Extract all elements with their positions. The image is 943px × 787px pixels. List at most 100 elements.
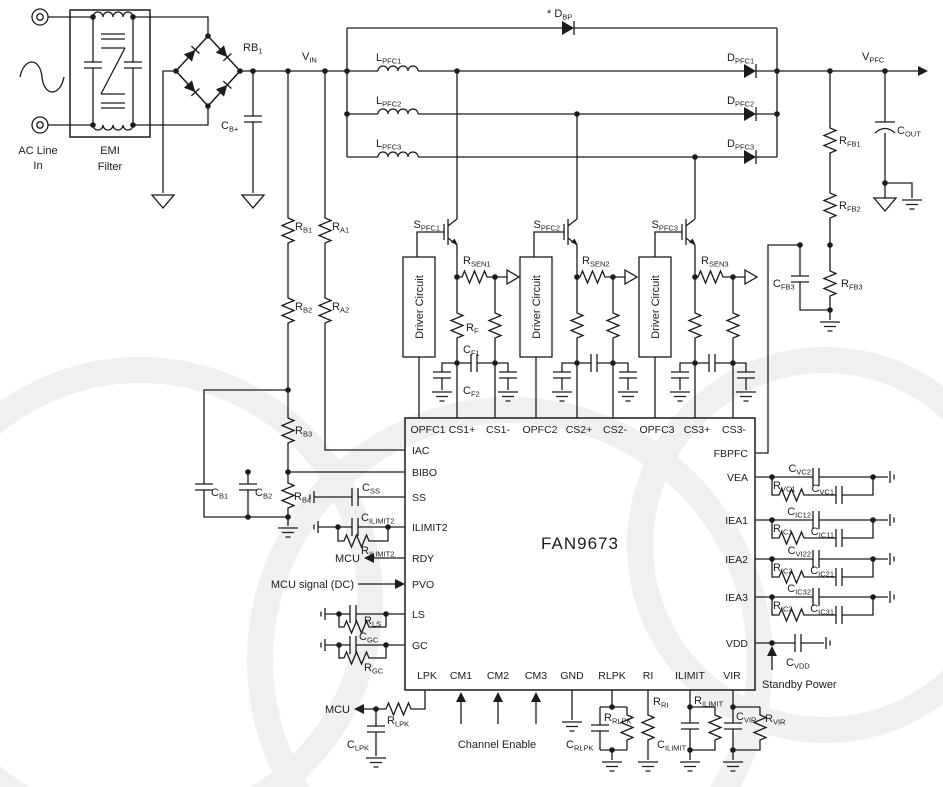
standby-power-label: Standby Power [762, 679, 837, 691]
resistor-rsen3 [694, 270, 732, 284]
ac-line-label-2: In [33, 160, 42, 172]
driver-circuit-box-2 [519, 256, 553, 358]
junction-dot [454, 274, 460, 280]
resistor-cs2-filter-a [570, 309, 584, 341]
capacitor-cf2-ch1a [432, 371, 452, 379]
label-dpfc2: DPFC2 [727, 95, 754, 109]
junction-dot [245, 469, 251, 475]
label-ra2: RA2 [332, 301, 349, 315]
cm3-arrow [531, 692, 541, 702]
label-clpk: CLPK [347, 739, 369, 753]
pin-fbpfc: FBPFC [714, 448, 749, 460]
junction-dot [454, 360, 460, 366]
mcu-lpk-label: MCU [325, 704, 350, 716]
ground-cout [901, 199, 923, 210]
junction-dot [827, 242, 833, 248]
junction-dot [769, 640, 775, 646]
label-lpfc1: LPFC1 [376, 52, 401, 66]
component-labels: VIN VPFC * DBP LPFC1 LPFC2 LPFC3 DPFC1 D… [211, 8, 921, 753]
junction-dot [285, 68, 291, 74]
junction-dot [730, 747, 736, 753]
pin-rlpk: RLPK [598, 670, 625, 682]
label-cvc1: CVC1 [811, 483, 834, 497]
resistor-cs3-filter-b [726, 309, 740, 341]
capacitor-ls [349, 604, 357, 624]
label-cvir: CVIR [736, 711, 757, 725]
junction-dot [882, 180, 888, 186]
capacitor-cic31 [835, 605, 843, 625]
junction-dot [383, 611, 389, 617]
bridge-rectifier [174, 34, 242, 108]
emi-filter-label-2: Filter [98, 161, 123, 173]
wires-top-rails [346, 27, 918, 158]
junction-dot [692, 274, 698, 280]
junction-dot [373, 706, 379, 712]
junction-dot [774, 68, 780, 74]
junction-dot [205, 33, 211, 39]
cout-polarized-plates [874, 121, 896, 134]
wires-channel3 [654, 157, 747, 418]
sense-arrow-3 [744, 269, 758, 285]
label-rsen3: RSEN3 [701, 255, 729, 269]
diode-dpfc1 [743, 63, 757, 79]
label-rilimit: RILIMIT [694, 695, 724, 709]
junction-dot [609, 704, 615, 710]
label-cilimit: CILIMIT [657, 739, 687, 753]
label-crlpk: CRLPK [566, 739, 594, 753]
resistor-rsen1 [458, 270, 496, 284]
junction-dot [870, 517, 876, 523]
label-cfb3: CFB3 [773, 278, 795, 292]
capacitor-cf2-ch2a [552, 371, 572, 379]
resistor-ra2 [318, 294, 332, 326]
label-ra1: RA1 [332, 221, 349, 235]
pin-opfc2: OPFC2 [522, 424, 557, 436]
junction-dot [687, 747, 693, 753]
junction-dot [90, 122, 96, 128]
label-ric3: RIC3 [773, 600, 793, 614]
junction-dot [574, 360, 580, 366]
label-cb-plus: CB+ [221, 120, 239, 134]
label-rvir: RVIR [765, 713, 786, 727]
label-rrlpk: RRLPK [604, 712, 632, 726]
junction-dot [687, 704, 693, 710]
resistor-rlpk [382, 702, 420, 716]
emi-cap-right [123, 61, 143, 69]
capacitor-crlpk [590, 724, 610, 732]
driver-circuit-box-1 [402, 256, 436, 358]
driver-circuit-label-2: Driver Circuit [531, 275, 543, 339]
driver-circuit-label-1: Driver Circuit [414, 275, 426, 339]
label-rb3: RB3 [295, 425, 312, 439]
resistor-rfb2 [823, 189, 837, 221]
pin-ilimit2: ILIMIT2 [412, 522, 448, 534]
label-cic31: CIC31 [810, 603, 834, 617]
driver-circuit-box-3 [638, 256, 672, 358]
wires-output-feedback [755, 71, 913, 454]
resistor-rfb1 [823, 124, 837, 156]
mini-ground-ls [320, 607, 326, 621]
pin-iea3: IEA3 [725, 592, 748, 604]
diode-dpfc2 [743, 106, 757, 122]
wires-ac-input-emi-bridge [48, 16, 347, 193]
junction-dot [285, 469, 291, 475]
label-spfc3: SPFC3 [651, 219, 678, 233]
junction-dot [492, 360, 498, 366]
ac-line-label-1: AC Line [18, 145, 57, 157]
label-rb2: RB2 [295, 301, 312, 315]
label-rb4: RB4 [294, 491, 311, 505]
junction-dot [344, 111, 350, 117]
pin-cs3p: CS3+ [684, 424, 711, 436]
watermark-arc [0, 357, 383, 787]
junction-dot [797, 242, 803, 248]
junction-dot [574, 274, 580, 280]
junction-dot [250, 68, 256, 74]
junction-dot [692, 154, 698, 160]
pin-iea2: IEA2 [725, 554, 748, 566]
junction-dot [574, 111, 580, 117]
inductor-lpfc2 [377, 108, 419, 115]
inductor-lpfc3 [377, 151, 419, 158]
watermark-arc [627, 347, 943, 743]
label-rfb2: RFB2 [839, 200, 861, 214]
junction-dot [245, 514, 251, 520]
pin-ss: SS [412, 492, 426, 504]
